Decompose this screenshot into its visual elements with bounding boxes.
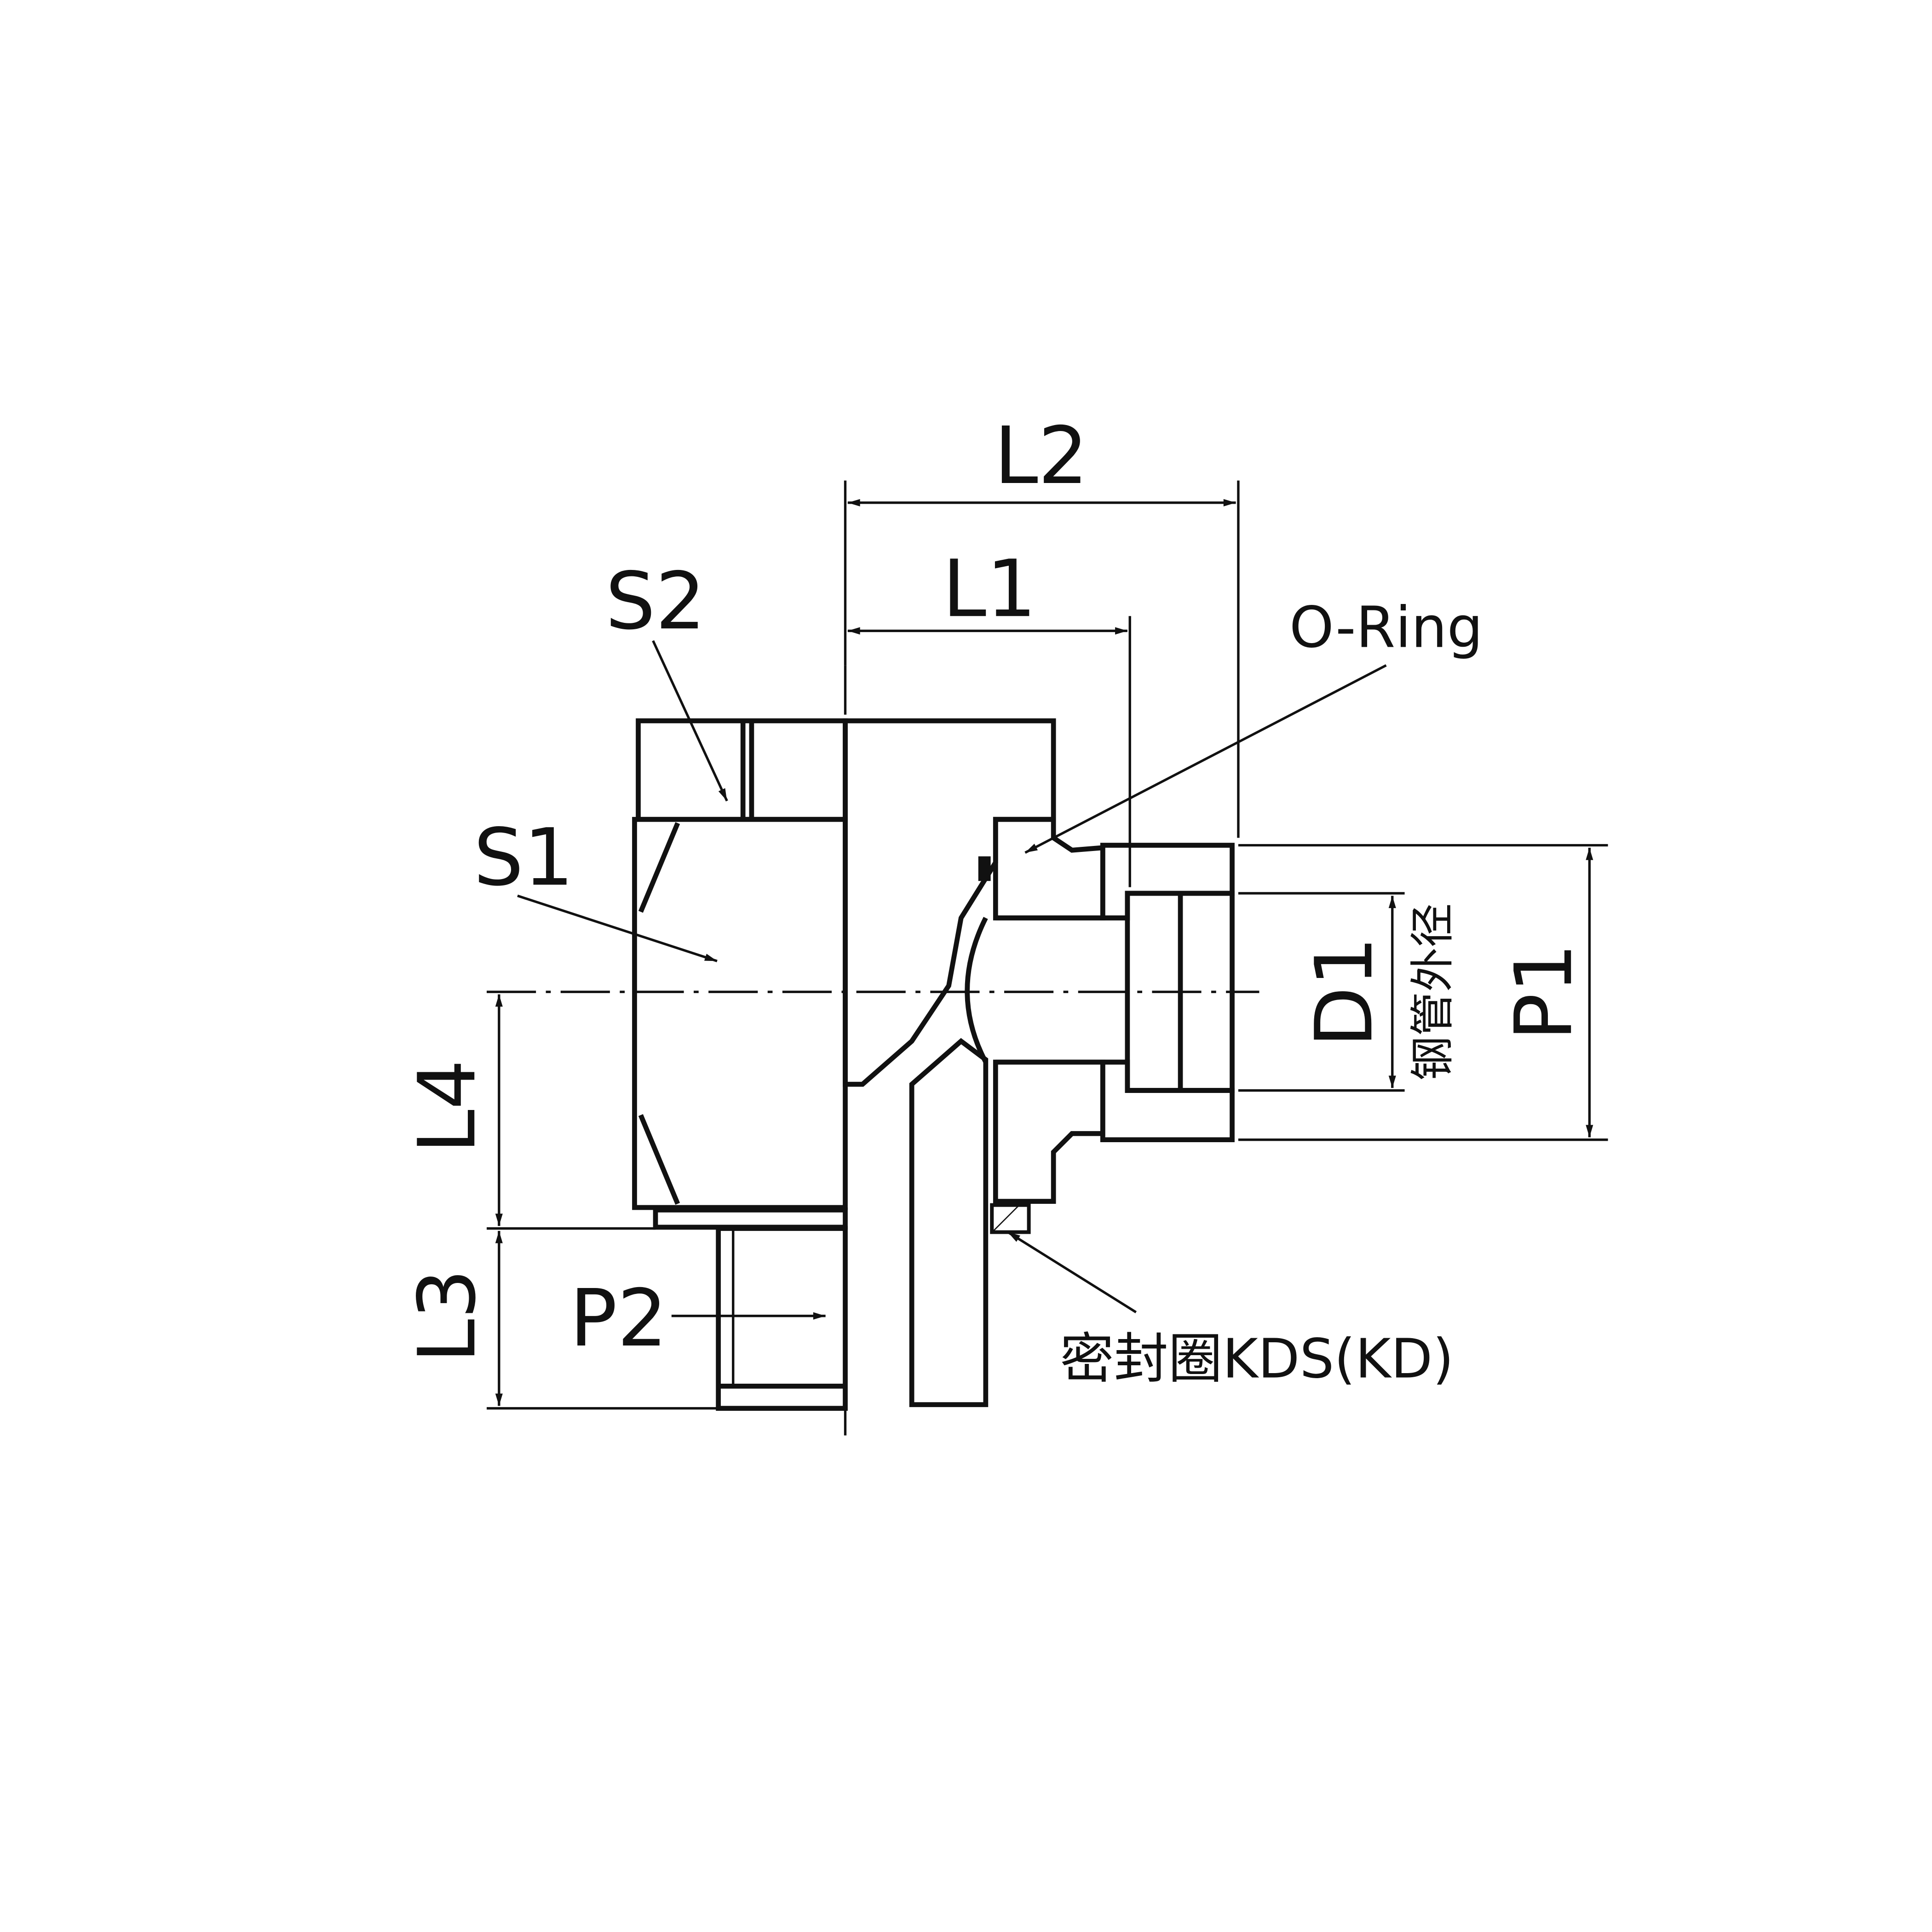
label-l4: L4 <box>402 1059 493 1154</box>
label-seal: 密封圈KDS(KD) <box>1060 1328 1454 1391</box>
label-d1-note: 钢管外径 <box>1407 903 1458 1081</box>
seal-ring <box>990 1203 1031 1234</box>
label-s2: S2 <box>605 556 706 647</box>
sectioned-body <box>843 718 1235 1407</box>
label-d1: D1 <box>1299 937 1390 1047</box>
o-ring <box>978 856 991 881</box>
label-l1: L1 <box>943 543 1037 635</box>
label-s1: S1 <box>473 812 574 903</box>
label-l2: L2 <box>994 410 1088 502</box>
label-p1: P1 <box>1498 943 1590 1041</box>
label-l3: L3 <box>402 1269 493 1363</box>
label-o-ring: O-Ring <box>1289 595 1483 661</box>
hex-body <box>632 718 848 1230</box>
label-p2: P2 <box>569 1273 667 1364</box>
bottom-thread <box>716 1226 848 1411</box>
dimension-lines <box>487 480 1608 1410</box>
